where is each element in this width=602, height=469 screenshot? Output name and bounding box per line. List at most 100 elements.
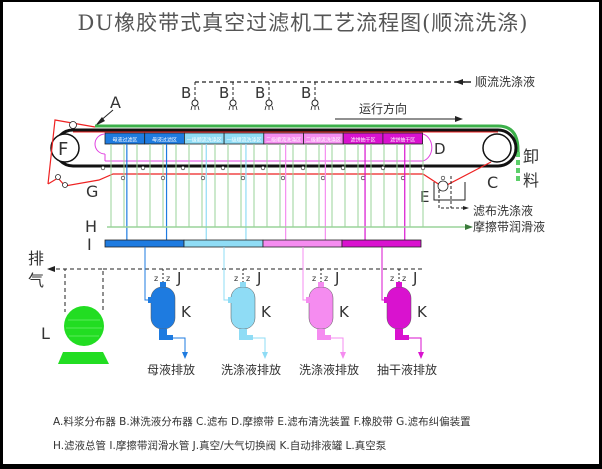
label-h: H [85, 217, 97, 236]
tank-body [386, 286, 412, 330]
tank-body [230, 286, 256, 330]
lubricant-label: 摩擦带润滑液 [473, 219, 545, 234]
arrowhead-icon [95, 117, 105, 126]
nozzle-b: B [181, 82, 200, 111]
filtrate-pipes [100, 144, 446, 240]
zone-label: 滤饼抽干区 [351, 137, 376, 144]
slurry-feed-line [95, 124, 520, 152]
tank-body [308, 286, 334, 330]
idler-roller [440, 175, 446, 181]
valve-icon: z [390, 274, 394, 283]
inlet-pipe [223, 247, 231, 301]
label-l: L [41, 324, 50, 343]
label-d: D [434, 140, 446, 158]
exhaust-arrow-icon [47, 266, 55, 272]
inlet-pipe [144, 247, 151, 301]
zone-label: 母液过滤区 [152, 137, 177, 144]
label-e: E [420, 188, 429, 206]
outlet-arrow-icon [418, 352, 424, 359]
valve-icon: z [402, 274, 406, 283]
lubrication-pipe-segment [262, 239, 343, 248]
idler-roller [100, 165, 106, 171]
head-pulley [50, 133, 80, 163]
vacuum-zone: 一级顺流洗涤区 [183, 132, 225, 145]
label-f: F [58, 139, 68, 160]
exhaust-label-1: 排 [28, 249, 44, 268]
spray-nozzle-icon [229, 99, 237, 107]
lubrication-pipe-segment [183, 239, 264, 248]
outlet-pipe [331, 337, 344, 354]
label-b: B [255, 84, 265, 102]
cloth-wash-device: E 滤布洗涤液 [420, 176, 533, 218]
label-a: A [110, 93, 121, 112]
vacuum-zone: 母液过滤区 [144, 132, 185, 145]
idler-roller [420, 165, 426, 171]
idler-roller [180, 165, 186, 171]
cocurrent-wash-label: 顺流洗涤液 [475, 74, 535, 89]
label-k: K [261, 303, 272, 321]
idler-roller [220, 165, 226, 171]
idler-roller [260, 165, 266, 171]
idler-roller [160, 175, 166, 181]
tank-outlet-label: 抽干液排放 [377, 362, 437, 377]
arrowhead-icon [455, 116, 463, 122]
legend-line-1: A.料浆分布器 B.淋洗液分布器 C.滤布 D.摩擦带 E.滤布清洗装置 F.橡… [53, 416, 471, 428]
idler-roller [360, 175, 366, 181]
valve-icon: z [246, 274, 250, 283]
vacuum-zone: 一级顺流洗涤区 [223, 132, 265, 145]
label-b: B [219, 84, 229, 102]
zone-label: 母液过滤区 [112, 137, 137, 144]
valve-icon: z [154, 274, 158, 283]
tank-outlet-label: 洗涤液排放 [299, 362, 359, 377]
discharge-label-2: 料 [523, 171, 539, 190]
zone-label: 一级顺流洗涤区 [187, 137, 222, 144]
diagram-title: DU橡胶带式真空过滤机工艺流程图(顺流洗涤) [78, 11, 529, 35]
label-j: J [334, 269, 339, 287]
outlet-arrow-icon [182, 352, 188, 359]
label-c: C [487, 173, 498, 192]
cloth-wash-label: 滤布洗涤液 [473, 203, 533, 218]
label-j: J [412, 269, 417, 287]
label-j: J [176, 269, 181, 287]
tank-outlet-label: 洗涤液排放 [221, 362, 281, 377]
label-k: K [417, 303, 428, 321]
nozzle-b: B [255, 82, 274, 111]
zone-label: 一级顺流洗涤区 [226, 137, 261, 144]
idler-roller [200, 175, 206, 181]
nozzle-b: B [219, 82, 238, 111]
spray-nozzle-icon [191, 99, 199, 107]
exhaust-label-2: 气 [28, 271, 44, 290]
idler-roller [280, 175, 286, 181]
label-g: G [86, 182, 98, 201]
zone-label: 二级顺流洗涤区 [266, 137, 301, 144]
outlet-pipe [253, 337, 266, 354]
valve-icon: z [166, 274, 170, 283]
tank-outlet-label: 母液排放 [147, 362, 195, 377]
outlet-pipe [173, 337, 186, 354]
idler-roller [120, 175, 126, 181]
outlet-arrow-icon [340, 352, 346, 359]
tank-body [150, 286, 176, 330]
idler-roller [300, 165, 306, 171]
nozzle-b: B [301, 82, 320, 111]
vacuum-pump: L [41, 306, 109, 364]
idler-roller [140, 165, 146, 171]
arrowhead-icon [465, 224, 473, 230]
zone-label: 滤饼抽干区 [390, 137, 415, 144]
lubrication-pipe-segment [104, 239, 185, 248]
valve-icon: z [312, 274, 316, 283]
tail-pulley [482, 133, 512, 163]
outlet-pipe [409, 337, 422, 354]
outlet-arrow-icon [262, 352, 268, 359]
inlet-pipe [381, 247, 387, 301]
label-j: J [256, 269, 261, 287]
valve-icon: z [324, 274, 328, 283]
idler-roller [380, 165, 386, 171]
idler-roller [340, 165, 346, 171]
